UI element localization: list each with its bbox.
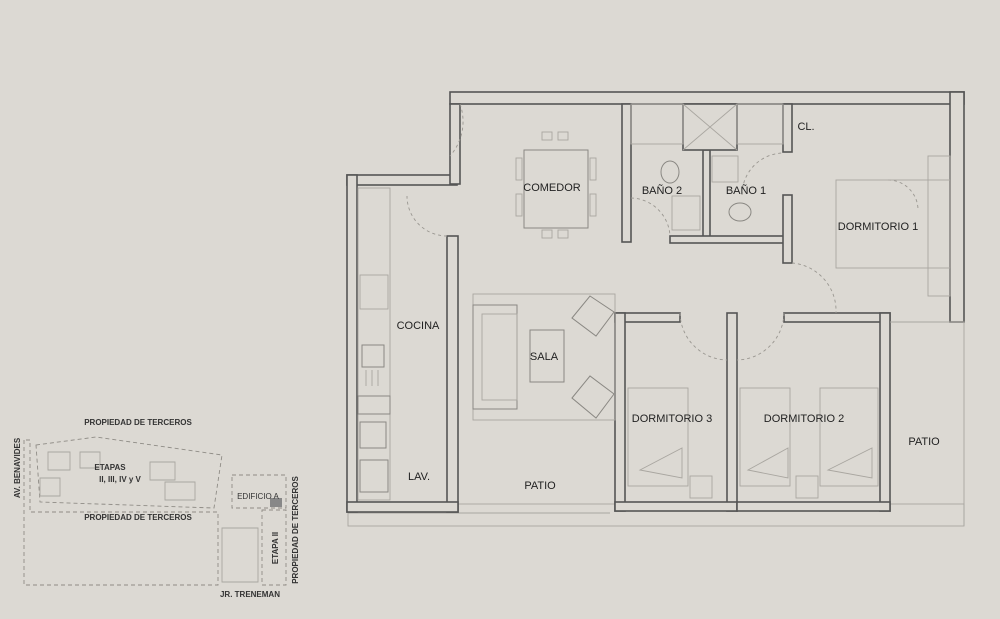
wall-bath-bottom (669, 235, 787, 244)
kitchen-door (406, 195, 448, 237)
site-lot-left (23, 439, 219, 586)
wall-d3-left (614, 312, 626, 512)
washer (359, 459, 389, 493)
wall-d2-bottom (736, 501, 891, 512)
laundry-sink (359, 421, 387, 449)
shower-bath1 (736, 103, 784, 145)
wall-left (346, 174, 358, 513)
bed-dorm2-a (739, 387, 791, 487)
wall-bath2-left (621, 103, 632, 243)
dish-rack (365, 370, 379, 386)
wall-entry (449, 103, 461, 185)
right-neighbor-label: PROPIEDAD DE TERCEROS (291, 476, 300, 584)
wall-d3-right (726, 312, 738, 512)
bed-dorm3 (627, 387, 689, 487)
coffee-table (529, 329, 565, 383)
room-patio-bottom: PATIO (524, 480, 556, 492)
wall-d2-right (879, 312, 891, 512)
etapas-list: II, III, IV y V (99, 475, 141, 484)
nightstand-dorm3 (689, 475, 713, 499)
bottom-neighbor-label: PROPIEDAD DE TERCEROS (84, 513, 192, 522)
room-dormitorio-3: DORMITORIO 3 (632, 413, 712, 425)
wall-kitchen-bottom (346, 501, 459, 513)
sink-bath2 (671, 195, 701, 231)
wall-bath1-right-top (782, 103, 793, 153)
sofa-cushion (481, 313, 518, 401)
kitchen-counter (357, 187, 391, 501)
entry-door (449, 103, 464, 157)
shower-bath2 (630, 103, 684, 145)
dorm1-door (791, 262, 837, 314)
wall-kitchen-partition (446, 235, 459, 513)
street-label: JR. TRENEMAN (220, 590, 280, 599)
patio-right-outline (890, 321, 965, 526)
room-dormitorio-1: DORMITORIO 1 (838, 221, 918, 233)
avenue-label: AV. BENAVIDES (13, 437, 22, 498)
dining-chairs (515, 131, 597, 239)
room-closet: CL. (797, 121, 814, 133)
etapa-label: ETAPA II (271, 532, 280, 564)
room-bano-1: BAÑO 1 (726, 184, 766, 197)
kitchen-sink (361, 344, 385, 368)
site-buildings (39, 451, 196, 501)
etapas-block (35, 436, 223, 509)
room-cocina: COCINA (397, 320, 440, 332)
room-comedor: COMEDOR (523, 182, 581, 194)
dining-table (523, 149, 589, 229)
sink-bath1 (711, 155, 739, 183)
room-patio-right: PATIO (908, 436, 940, 448)
edificio-a-marker (270, 498, 282, 507)
closet-dorm1 (927, 155, 951, 297)
sofa (472, 304, 518, 410)
apartment-plan: COMEDOR BAÑO 2 BAÑO 1 CL. DORMITORIO 1 C… (346, 91, 965, 527)
room-lav: LAV. (408, 471, 430, 483)
bed-dorm3-sheet (638, 447, 683, 479)
wall-d3-bottom (614, 501, 738, 512)
wall-kitchen-top (346, 174, 458, 186)
top-neighbor-label: PROPIEDAD DE TERCEROS (84, 418, 192, 427)
room-bano-2: BAÑO 2 (642, 184, 682, 197)
etapas-title: ETAPAS (94, 463, 126, 472)
wall-bath1-right (782, 194, 793, 264)
counter-block (357, 395, 391, 415)
edificio-a-block (231, 474, 287, 509)
etapa-ii-block (261, 509, 287, 586)
bed-dorm2-b-sheet (826, 447, 873, 479)
site-parking (221, 527, 259, 583)
closet-door (887, 179, 919, 211)
edificio-a-label: EDIFICIO A (237, 492, 279, 501)
bath1-door (741, 152, 785, 196)
dorm3-door (679, 312, 728, 361)
shaft-x2 (682, 103, 738, 151)
stove (359, 274, 389, 310)
room-sala: SALA (530, 351, 559, 363)
wall-top (449, 91, 965, 105)
armchair-top (571, 295, 615, 337)
wall-bath-divider (702, 149, 711, 243)
wall-right (949, 91, 965, 323)
toilet-bath2 (660, 160, 680, 184)
bed-dorm2-a-sheet (746, 447, 789, 479)
toilet-bath1 (728, 202, 752, 222)
site-location-map: PROPIEDAD DE TERCEROS PROPIEDAD DE TERCE… (13, 418, 300, 599)
nightstand-dorm2 (795, 475, 819, 499)
wall-d2-top (783, 312, 891, 323)
room-dormitorio-2: DORMITORIO 2 (764, 413, 844, 425)
bath2-door (630, 197, 671, 237)
bed-dorm2-b (819, 387, 879, 487)
armchair-bottom (571, 375, 615, 419)
dorm2-door (736, 312, 785, 361)
